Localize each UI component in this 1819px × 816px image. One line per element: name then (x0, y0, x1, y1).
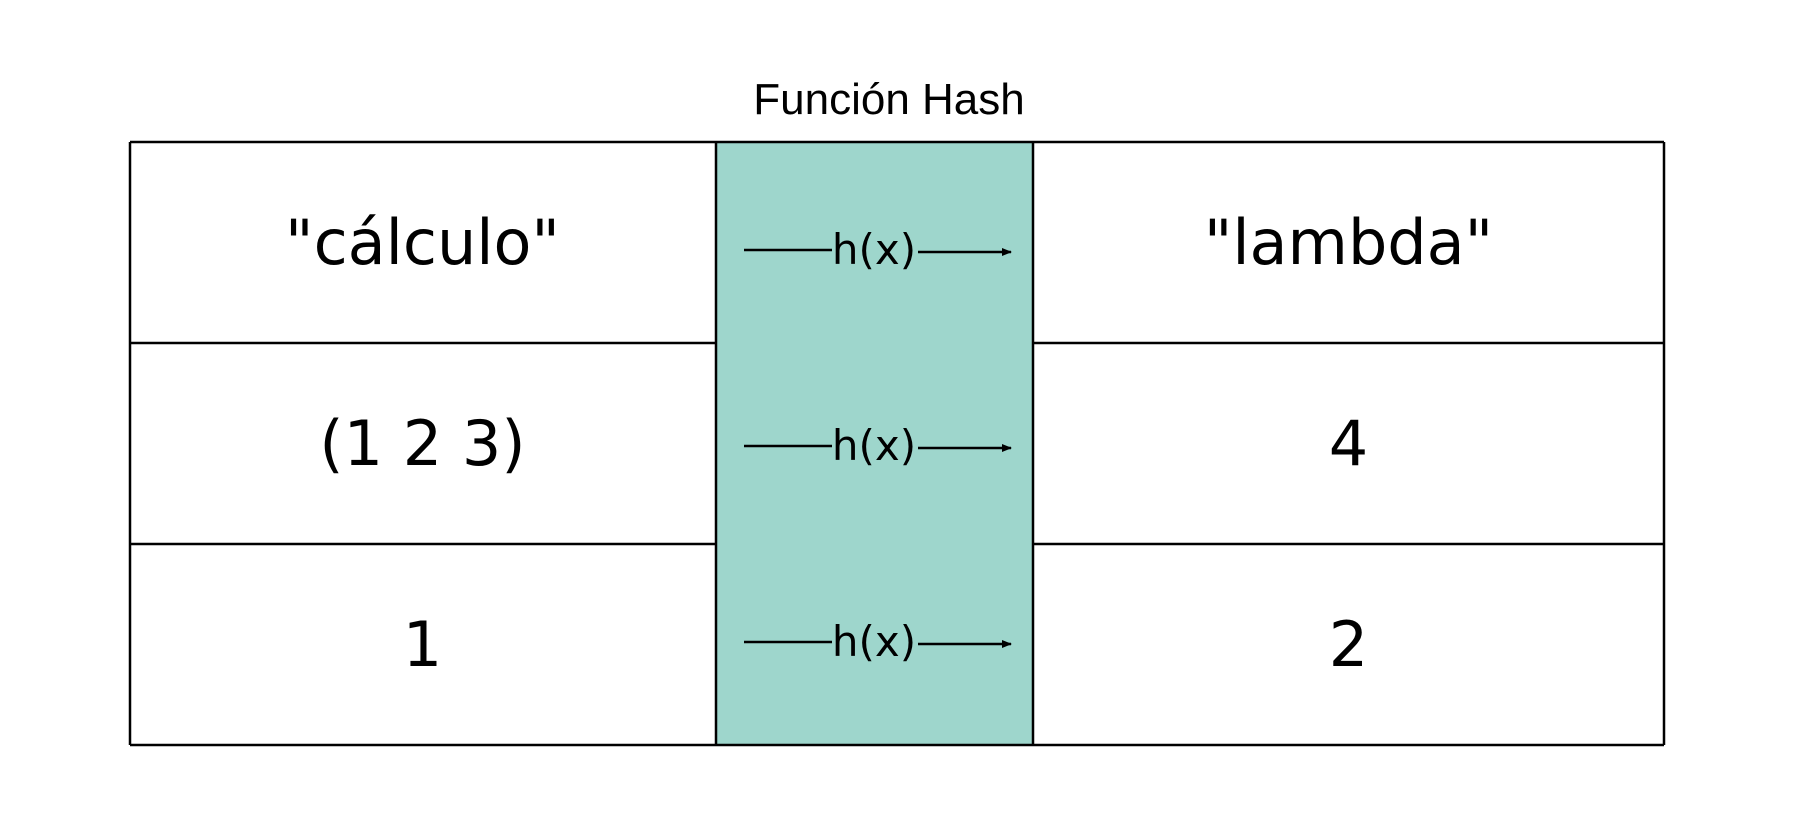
input-cell-number: 1 (402, 607, 443, 681)
input-cell-calculo: "cálculo" (285, 205, 560, 279)
output-cell-lambda: "lambda" (1203, 205, 1494, 279)
input-cell-list: (1 2 3) (319, 406, 526, 480)
diagram-title: Función Hash (753, 75, 1025, 124)
output-cell-two: 2 (1328, 607, 1369, 681)
hash-function-label: h(x) (832, 219, 916, 279)
hash-function-label: h(x) (832, 415, 916, 475)
hash-function-label: h(x) (832, 611, 916, 671)
output-cell-four: 4 (1328, 406, 1369, 480)
